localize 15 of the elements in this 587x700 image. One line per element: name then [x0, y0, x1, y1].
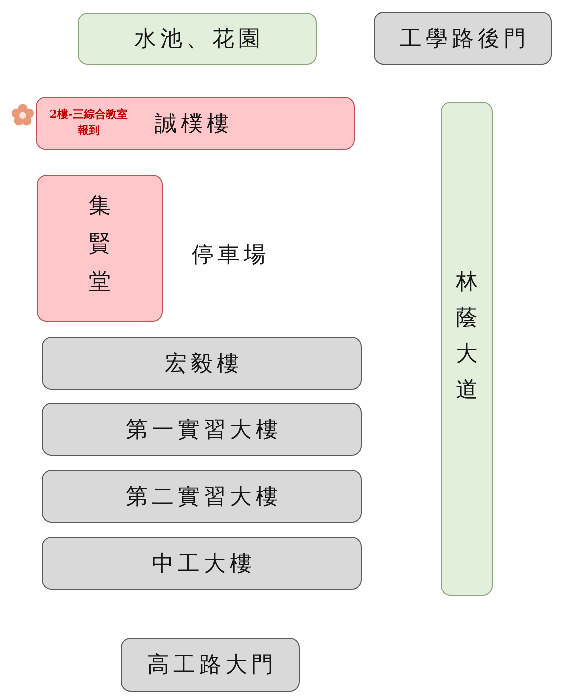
building-box — [37, 175, 163, 322]
building-box: 第一實習大樓 — [42, 403, 362, 456]
garden-box: 水池、花園 — [78, 13, 317, 65]
gate-box: 工學路後門 — [374, 12, 552, 65]
building-box: 中工大樓 — [42, 537, 362, 590]
building-box: 宏毅樓 — [42, 337, 362, 390]
room-note: 2樓-三綜合教室報到 — [48, 107, 130, 139]
building-name: 誠樸樓 — [155, 110, 233, 138]
building-box: 第二實習大樓 — [42, 470, 362, 523]
building-name: 集賢堂 — [89, 192, 111, 296]
road-name: 林蔭大道 — [456, 269, 478, 405]
building-box — [36, 97, 355, 150]
area-label: 停車場 — [192, 242, 270, 270]
road-box — [441, 102, 493, 596]
gate-box: 高工路大門 — [121, 638, 300, 692]
